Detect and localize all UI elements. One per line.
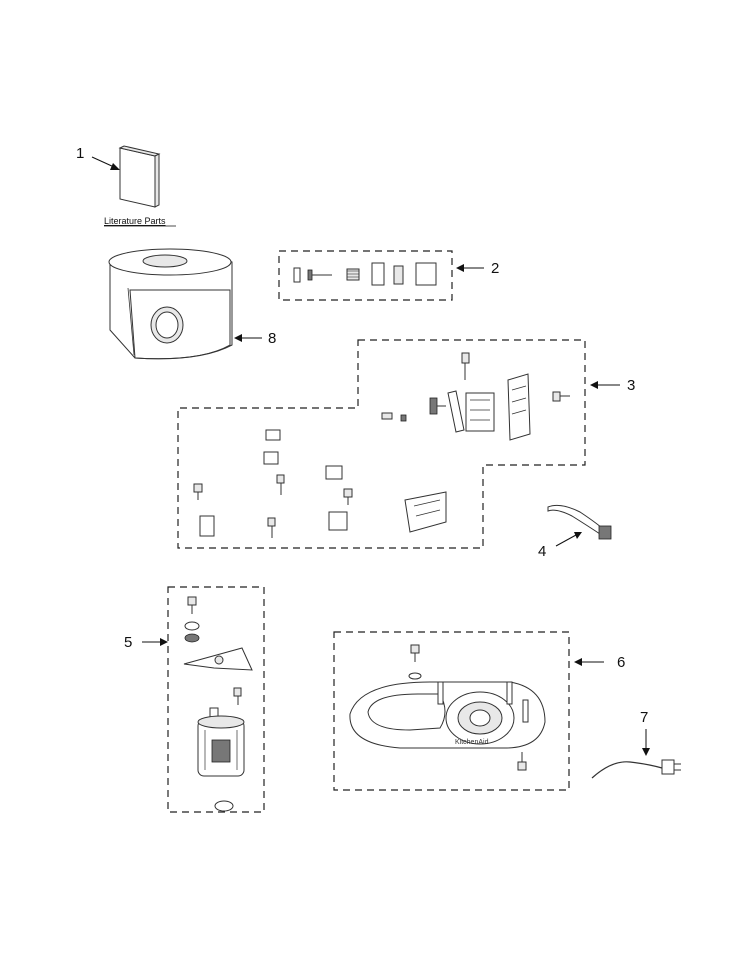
callout-3-group: 3	[177, 339, 635, 549]
callout-2-group: 2	[278, 250, 499, 301]
callout-3-label: 3	[627, 377, 635, 394]
callout-4-label: 4	[538, 543, 546, 560]
literature-parts-label: Literature Parts	[104, 216, 166, 226]
callout-7-label: 7	[640, 709, 648, 726]
literature-booklet	[118, 145, 161, 208]
callout-6-label: 6	[617, 654, 625, 671]
callout-7-group: 7	[591, 709, 681, 779]
callout-2-label: 2	[491, 260, 499, 277]
base-marking: KitchenAid	[455, 739, 489, 746]
cleaning-brush	[547, 504, 612, 540]
callout-8-label: 8	[268, 330, 276, 347]
kit-5-box	[167, 586, 265, 813]
kit-6-parts: KitchenAid	[349, 644, 546, 771]
kit-2-parts	[293, 262, 437, 286]
kit-5-parts	[183, 596, 253, 812]
base-housing	[108, 248, 233, 360]
callout-1-group: 1 Literature Parts	[76, 145, 176, 227]
kit-6-box	[333, 631, 570, 791]
power-cord	[591, 759, 681, 779]
kit-3-parts	[193, 352, 570, 538]
callout-5-group: 5	[124, 586, 265, 813]
callout-1-label: 1	[76, 145, 84, 162]
callout-4-group: 4	[538, 504, 612, 560]
kit-2-box	[278, 250, 453, 301]
callout-6-group: KitchenAid 6	[333, 631, 625, 791]
kit-3-box	[177, 339, 586, 549]
callout-8-group: 8	[108, 248, 276, 360]
callout-5-label: 5	[124, 634, 132, 651]
